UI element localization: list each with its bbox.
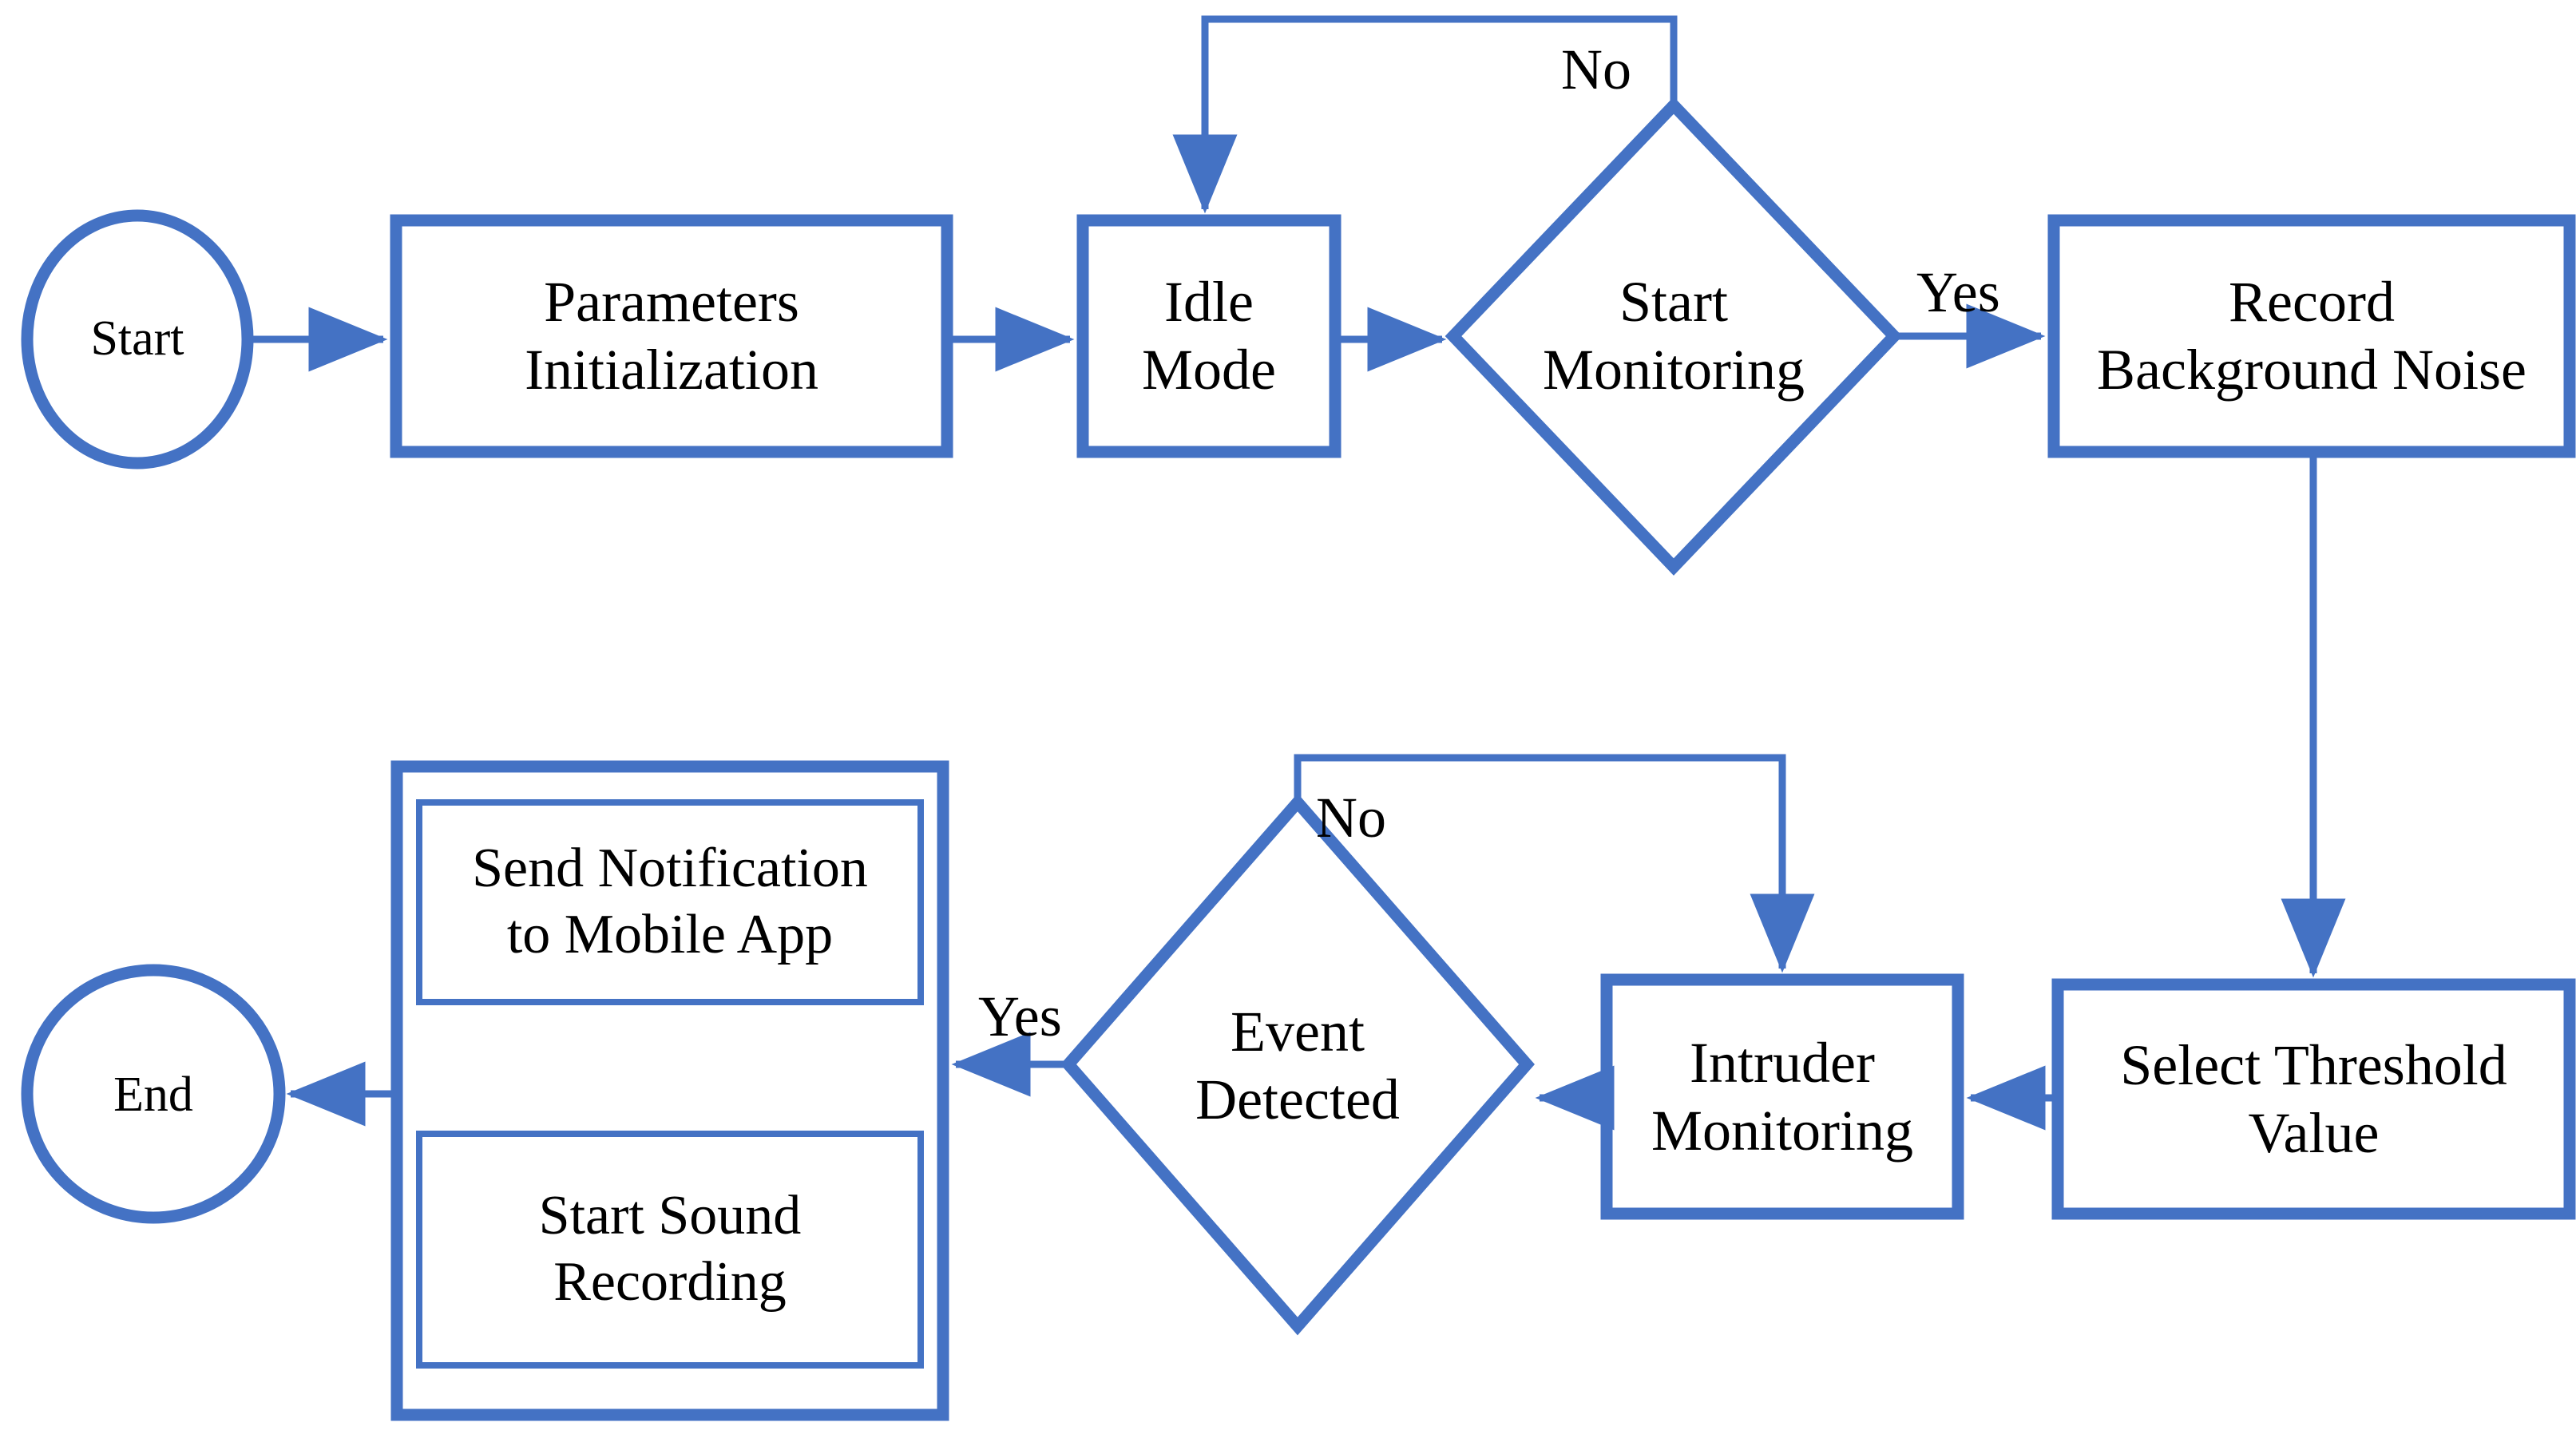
- edge-label-no-top: No: [1561, 38, 1631, 101]
- edge-label-yes-top: Yes: [1916, 260, 2000, 324]
- edge-start-monitoring-no-loop: [1172, 15, 1678, 214]
- edge-label-yes-bottom: Yes: [978, 984, 1062, 1048]
- edge-event-no-loop: [1294, 754, 1815, 973]
- edge-label-no-bottom: No: [1316, 786, 1386, 850]
- node-idle-mode: [1076, 214, 1342, 458]
- node-start: [21, 209, 254, 469]
- node-event-detected: [1060, 793, 1535, 1336]
- node-select-threshold: [2051, 978, 2576, 1220]
- node-end: [21, 964, 286, 1224]
- node-start-sound-recording: [416, 1131, 924, 1369]
- node-params-init: [390, 214, 953, 458]
- node-intruder-monitoring: [1600, 973, 1964, 1220]
- node-start-monitoring: [1445, 97, 1903, 576]
- node-send-notification: [416, 799, 924, 1005]
- node-record-noise: [2047, 214, 2576, 458]
